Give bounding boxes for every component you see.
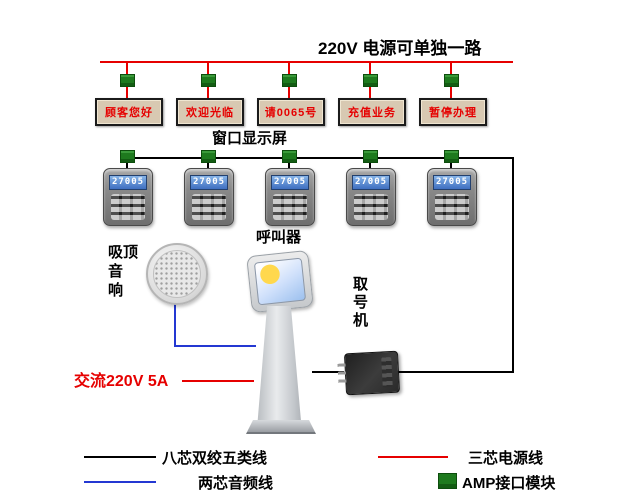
legend-audio-line-icon <box>84 481 156 483</box>
caller-keypad-icon <box>354 194 388 220</box>
legend-cat5-label: 八芯双绞五类线 <box>162 450 268 467</box>
window-display: 欢迎光临 <box>176 98 244 126</box>
caller-keypad-icon <box>192 194 226 220</box>
legend-amp-square-icon <box>438 473 457 489</box>
kiosk-label: 取号机 <box>353 276 369 329</box>
amp-module-icon <box>444 74 459 87</box>
legend-power-label: 三芯电源线 <box>468 450 544 467</box>
ceiling-speaker <box>146 243 208 305</box>
amp-module-icon <box>444 150 459 163</box>
display-led-text: 暂停办理 <box>429 107 477 119</box>
caller-keypad-icon <box>435 194 469 220</box>
data-line-module-bus <box>396 371 514 373</box>
caller-device: 27005 <box>184 168 234 226</box>
audio-line-vertical <box>174 303 176 347</box>
speaker-label: 吸顶 音 响 <box>108 244 139 299</box>
data-drop-line <box>126 161 128 169</box>
caller-device: 27005 <box>346 168 396 226</box>
amp-module-icon <box>282 150 297 163</box>
caller-screen: 27005 <box>190 175 228 190</box>
caller-screen: 27005 <box>109 175 147 190</box>
caller-screen: 27005 <box>271 175 309 190</box>
ticket-kiosk <box>246 249 324 434</box>
control-module <box>337 350 401 396</box>
amp-module-icon <box>201 74 216 87</box>
amp-module-icon <box>363 150 378 163</box>
caller-screen: 27005 <box>433 175 471 190</box>
kiosk-screen <box>246 249 314 314</box>
kiosk-screen-content <box>253 257 307 306</box>
window-display: 请0065号 <box>257 98 325 126</box>
module-pins-icon <box>337 363 347 386</box>
amp-module-icon <box>120 150 135 163</box>
data-bus-line <box>125 157 514 159</box>
legend-power-line-icon <box>378 456 448 458</box>
power-note-label: 220V 电源可单独一路 <box>318 39 482 58</box>
caller-screen: 27005 <box>352 175 390 190</box>
data-line-right-riser <box>512 158 514 373</box>
caller-keypad-icon <box>111 194 145 220</box>
speaker-mesh-icon <box>153 250 201 298</box>
caller-device: 27005 <box>427 168 477 226</box>
legend-amp-label: AMP接口模块 <box>462 475 556 492</box>
audio-line-horizontal <box>174 345 256 347</box>
data-drop-line <box>207 161 209 169</box>
data-drop-line <box>369 161 371 169</box>
display-led-text: 顾客您好 <box>105 107 153 119</box>
amp-module-icon <box>363 74 378 87</box>
window-display: 充值业务 <box>338 98 406 126</box>
caller-device: 27005 <box>103 168 153 226</box>
module-face-icon <box>381 356 393 388</box>
amp-module-icon <box>120 74 135 87</box>
caller-keypad-icon <box>273 194 307 220</box>
amp-module-icon <box>201 150 216 163</box>
displays-group-label: 窗口显示屏 <box>212 130 288 147</box>
window-display: 顾客您好 <box>95 98 163 126</box>
power-bus-line <box>100 61 513 63</box>
kiosk-base <box>246 420 316 434</box>
ac-power-label: 交流220V 5A <box>74 373 169 390</box>
amp-module-icon <box>282 74 297 87</box>
data-line-kiosk-module <box>312 371 344 373</box>
data-drop-line <box>288 161 290 169</box>
power-line-to-kiosk <box>182 380 254 382</box>
callers-group-label: 呼叫器 <box>256 229 302 246</box>
caller-device: 27005 <box>265 168 315 226</box>
legend-audio-label: 两芯音频线 <box>198 475 274 492</box>
display-led-text: 欢迎光临 <box>186 107 234 119</box>
legend-cat5-line-icon <box>84 456 156 458</box>
window-display: 暂停办理 <box>419 98 487 126</box>
display-led-text: 请0065号 <box>264 107 318 119</box>
kiosk-body <box>257 306 302 422</box>
data-drop-line <box>450 161 452 169</box>
display-led-text: 充值业务 <box>348 107 396 119</box>
